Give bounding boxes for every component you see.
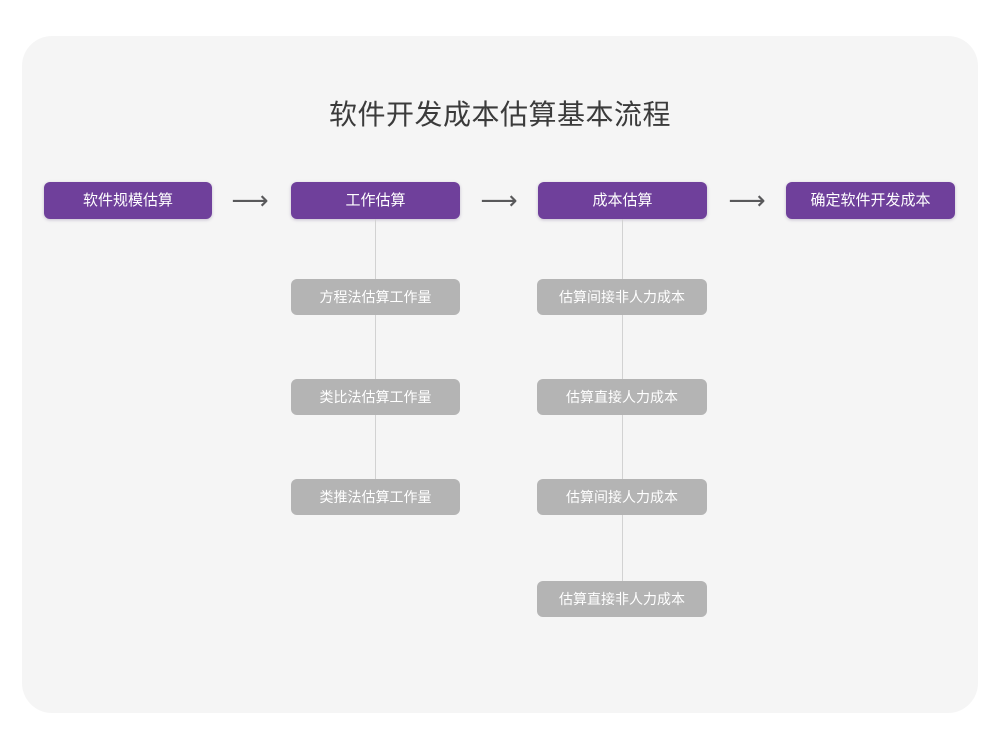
connector-line-b-3 bbox=[621, 415, 623, 479]
connector-line-b-4 bbox=[621, 515, 623, 581]
connector-line-b-2 bbox=[621, 315, 623, 379]
arrow-right-icon-1: ⟶ bbox=[231, 186, 269, 216]
sub-box-analogy-method-workload[interactable]: 类比法估算工作量 bbox=[291, 379, 460, 415]
stage-box-cost-estimation[interactable]: 成本估算 bbox=[538, 182, 707, 219]
stage-box-work-estimation[interactable]: 工作估算 bbox=[291, 182, 460, 219]
arrow-right-icon-3: ⟶ bbox=[728, 186, 766, 216]
sub-box-direct-nonlabor-cost[interactable]: 估算直接非人力成本 bbox=[537, 581, 707, 617]
stage-box-software-size-estimation[interactable]: 软件规模估算 bbox=[44, 182, 212, 219]
card-backdrop bbox=[22, 36, 978, 713]
arrow-right-icon-2: ⟶ bbox=[480, 186, 518, 216]
page-title: 软件开发成本估算基本流程 bbox=[328, 99, 671, 130]
connector-line-a-1 bbox=[374, 219, 376, 279]
sub-box-indirect-nonlabor-cost[interactable]: 估算间接非人力成本 bbox=[537, 279, 707, 315]
sub-box-equation-method-workload[interactable]: 方程法估算工作量 bbox=[291, 279, 460, 315]
sub-box-analogue-method-workload[interactable]: 类推法估算工作量 bbox=[291, 479, 460, 515]
connector-line-a-3 bbox=[374, 415, 376, 479]
connector-line-b-1 bbox=[621, 219, 623, 279]
sub-box-direct-labor-cost[interactable]: 估算直接人力成本 bbox=[537, 379, 707, 415]
sub-box-indirect-labor-cost[interactable]: 估算间接人力成本 bbox=[537, 479, 707, 515]
stage-box-determine-development-cost[interactable]: 确定软件开发成本 bbox=[786, 182, 955, 219]
connector-line-a-2 bbox=[374, 315, 376, 379]
